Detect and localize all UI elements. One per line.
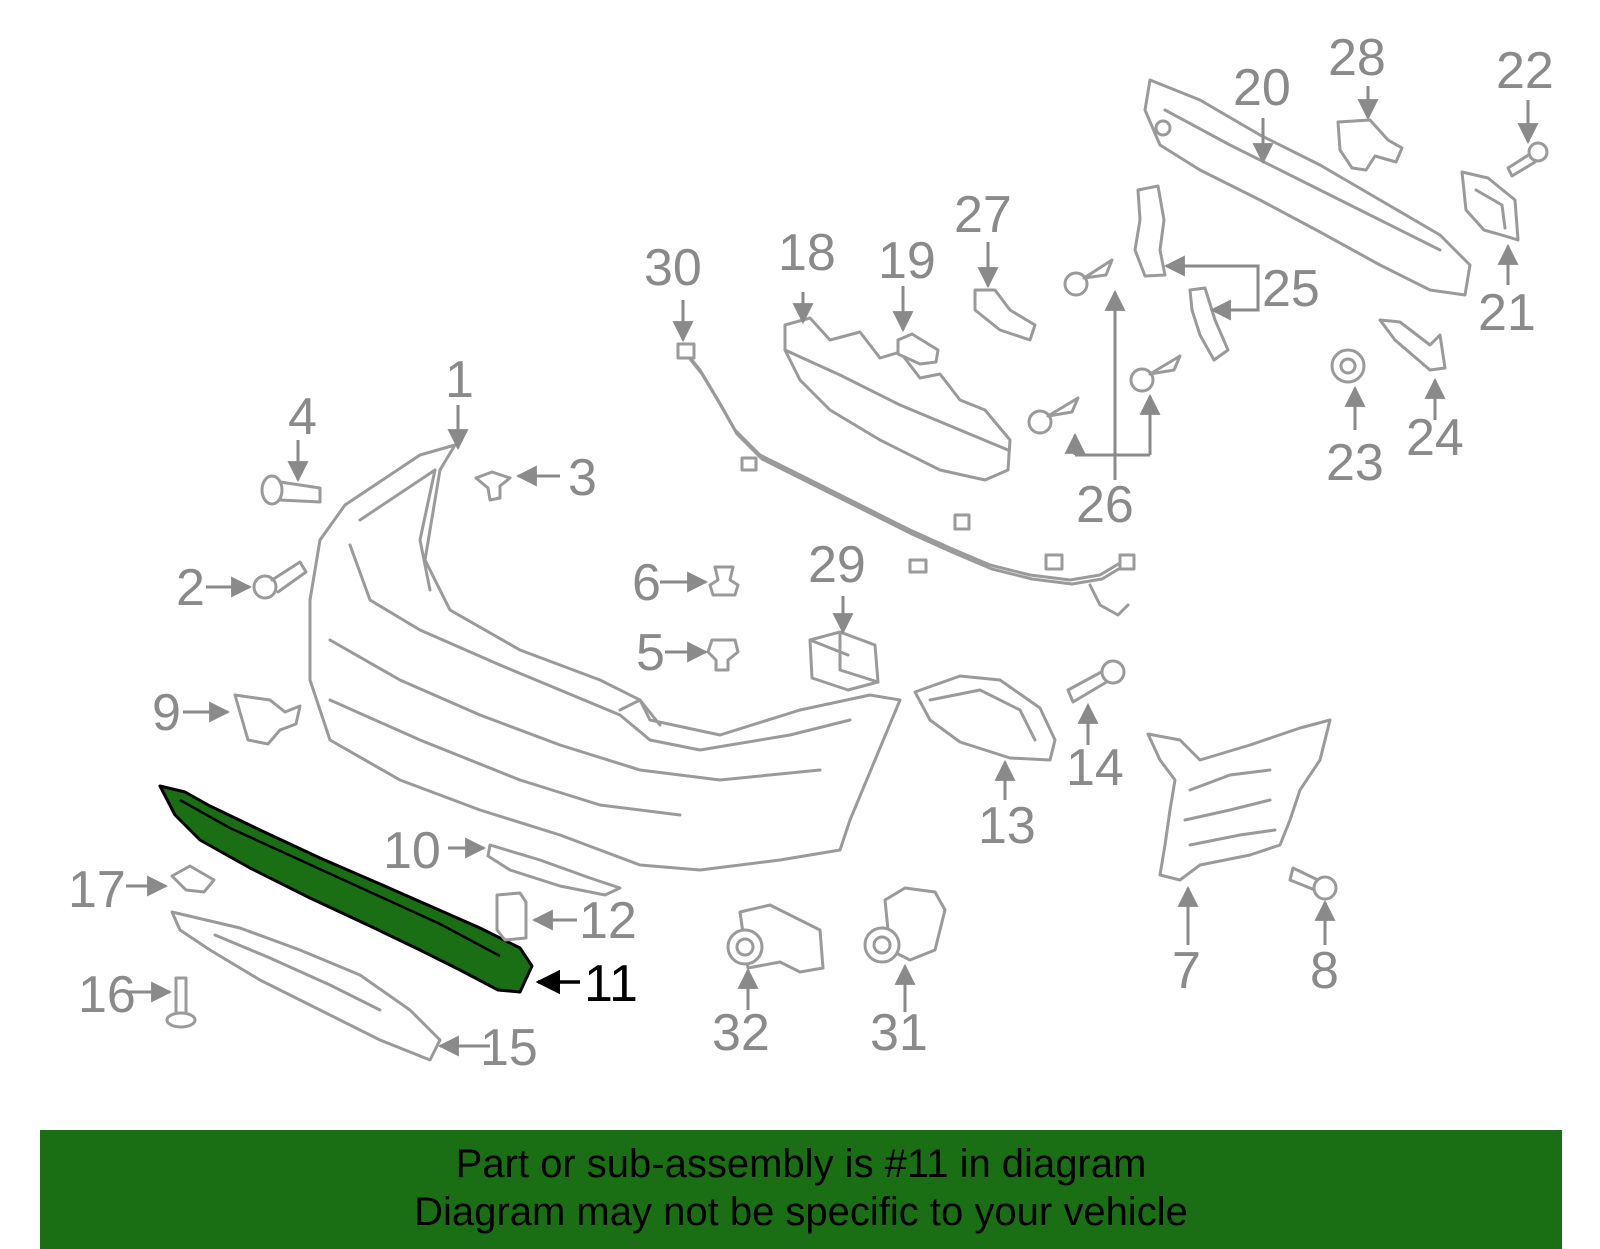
part-11-lower-valance-highlighted xyxy=(158,784,580,995)
part-info-banner: Part or sub-assembly is #11 in diagram D… xyxy=(40,1130,1562,1249)
part-28-bracket xyxy=(1336,86,1404,172)
label-21: 21 xyxy=(1478,284,1536,342)
part-31-sensor xyxy=(863,886,947,1012)
part-2-screw xyxy=(206,560,308,600)
part-11-shape xyxy=(158,784,534,994)
part-22-bolt xyxy=(1506,100,1549,178)
part-17-clip xyxy=(126,864,216,897)
label-26: 26 xyxy=(1076,476,1134,534)
part-13-exhaust-tip xyxy=(913,674,1057,800)
banner-line-disclaimer: Diagram may not be specific to your vehi… xyxy=(414,1190,1188,1234)
label-29: 29 xyxy=(808,536,866,594)
part-24-bracket xyxy=(1378,318,1447,420)
label-32: 32 xyxy=(712,1004,770,1062)
part-26-screws xyxy=(1027,258,1182,480)
part-19-pad xyxy=(892,286,940,366)
label-3: 3 xyxy=(568,449,597,507)
label-13: 13 xyxy=(978,797,1036,855)
part-4-push-pin xyxy=(260,440,322,506)
label-19: 19 xyxy=(878,232,936,290)
label-15: 15 xyxy=(480,1019,538,1077)
part-32-sensor xyxy=(726,903,825,1010)
part-29-module xyxy=(808,596,880,692)
label-30: 30 xyxy=(644,239,702,297)
label-16: 16 xyxy=(78,966,136,1024)
label-2: 2 xyxy=(176,559,205,617)
part-14-bolt xyxy=(1066,659,1126,745)
banner-line-part: Part or sub-assembly is #11 in diagram xyxy=(455,1142,1147,1186)
part-27-bracket xyxy=(973,242,1037,342)
label-20: 20 xyxy=(1233,59,1291,117)
label-9: 9 xyxy=(152,684,181,742)
label-22: 22 xyxy=(1496,42,1554,100)
part-3-clip xyxy=(474,465,560,502)
part-30-wiring-harness xyxy=(672,300,1136,617)
part-21-bracket xyxy=(1460,170,1520,285)
label-12: 12 xyxy=(579,892,637,950)
part-20-reinforcement-beam xyxy=(1143,78,1472,297)
label-7: 7 xyxy=(1172,942,1201,1000)
part-18-energy-absorber xyxy=(783,292,1012,482)
label-31: 31 xyxy=(870,1004,928,1062)
label-1: 1 xyxy=(445,351,474,409)
part-5-clip xyxy=(665,638,740,672)
label-28: 28 xyxy=(1328,29,1386,87)
label-14: 14 xyxy=(1066,739,1124,797)
label-24: 24 xyxy=(1406,409,1464,467)
part-15-under-panel xyxy=(170,910,490,1062)
label-18: 18 xyxy=(778,224,836,282)
part-1-bumper-cover xyxy=(308,443,902,872)
part-8-bolt xyxy=(1288,866,1338,945)
part-16-bolt xyxy=(128,976,197,1029)
label-11-highlighted: 11 xyxy=(584,955,638,1013)
label-10: 10 xyxy=(383,822,441,880)
part-6-clip xyxy=(660,565,740,597)
part-12-pad xyxy=(495,891,577,942)
label-5: 5 xyxy=(636,624,665,682)
label-27: 27 xyxy=(954,186,1012,244)
label-4: 4 xyxy=(288,388,317,446)
label-17: 17 xyxy=(68,861,126,919)
part-10-trim-strip xyxy=(448,837,622,897)
part-7-bracket xyxy=(1146,718,1332,945)
label-6: 6 xyxy=(632,554,661,612)
label-23: 23 xyxy=(1326,434,1384,492)
part-23-nut xyxy=(1330,348,1366,430)
label-8: 8 xyxy=(1310,942,1339,1000)
label-25: 25 xyxy=(1262,260,1320,318)
part-25-brackets xyxy=(1133,184,1260,362)
part-9-bracket xyxy=(183,693,302,746)
exploded-parts-diagram: 1 2 3 4 5 6 7 8 9 10 11 12 13 14 15 16 1… xyxy=(68,29,1554,1077)
